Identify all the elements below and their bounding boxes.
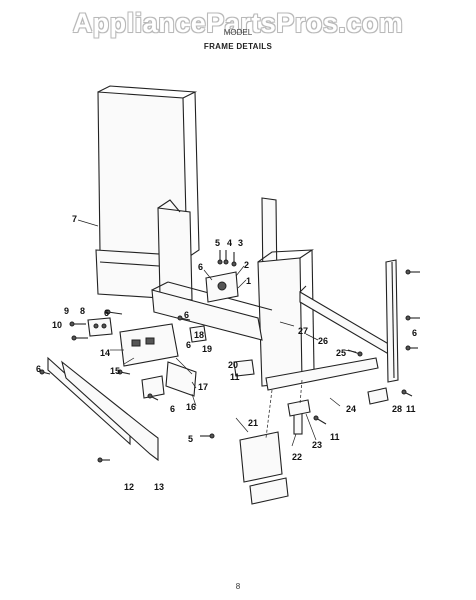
part-16: [141, 375, 165, 399]
callout-24: 24: [346, 404, 356, 414]
callout-13: 13: [154, 482, 164, 492]
diagram-title: FRAME DETAILS: [203, 42, 273, 51]
model-label: MODEL: [223, 28, 253, 37]
callout-5: 5: [215, 238, 220, 248]
leader-lines: [77, 219, 357, 447]
callout-20: 20: [228, 360, 238, 370]
callout-11: 11: [230, 372, 240, 382]
callout-3: 3: [238, 238, 243, 248]
callout-6: 6: [170, 404, 175, 414]
part-20: [233, 359, 255, 377]
callout-6: 6: [412, 328, 417, 338]
callout-6: 6: [198, 262, 203, 272]
callout-10: 10: [52, 320, 62, 330]
leveler-23: [287, 399, 311, 417]
alignment-line: [265, 389, 273, 439]
callout-2: 2: [244, 260, 249, 270]
rail-28: [385, 259, 399, 383]
callout-14: 14: [100, 348, 110, 358]
callout-17: 17: [198, 382, 208, 392]
part-19: [189, 325, 207, 343]
plate-17: [165, 361, 197, 397]
callout-5: 5: [188, 434, 193, 444]
callout-26: 26: [318, 336, 328, 346]
right-foot: [367, 387, 389, 405]
callout-1: 1: [246, 276, 251, 286]
bracket-9: [87, 317, 113, 337]
callout-8: 8: [80, 306, 85, 316]
base-rail: [265, 357, 379, 391]
callout-6: 6: [186, 340, 191, 350]
callout-23: 23: [312, 440, 322, 450]
callout-6: 6: [104, 308, 109, 318]
control-bracket: [119, 323, 179, 367]
callout-7: 7: [72, 214, 77, 224]
page-number: 8: [235, 582, 241, 591]
callout-18: 18: [194, 330, 204, 340]
callout-16: 16: [186, 402, 196, 412]
alignment-line: [299, 379, 303, 405]
callout-9: 9: [64, 306, 69, 316]
hinge-21: [239, 431, 289, 505]
callout-28: 28: [392, 404, 402, 414]
bottom-bar-13: [61, 360, 159, 462]
callout-4: 4: [227, 238, 232, 248]
callout-25: 25: [336, 348, 346, 358]
callout-22: 22: [292, 452, 302, 462]
callout-11: 11: [330, 432, 340, 442]
callout-27: 27: [298, 326, 308, 336]
callout-6: 6: [36, 364, 41, 374]
callout-19: 19: [202, 344, 212, 354]
callout-21: 21: [248, 418, 258, 428]
right-frame: [257, 197, 315, 387]
watermark: AppliancePartsPros.com: [72, 8, 404, 38]
bracket-mount: [205, 271, 239, 303]
callout-15: 15: [110, 366, 120, 376]
callout-12: 12: [124, 482, 134, 492]
callout-11: 11: [406, 404, 416, 414]
callout-6: 6: [184, 310, 189, 320]
